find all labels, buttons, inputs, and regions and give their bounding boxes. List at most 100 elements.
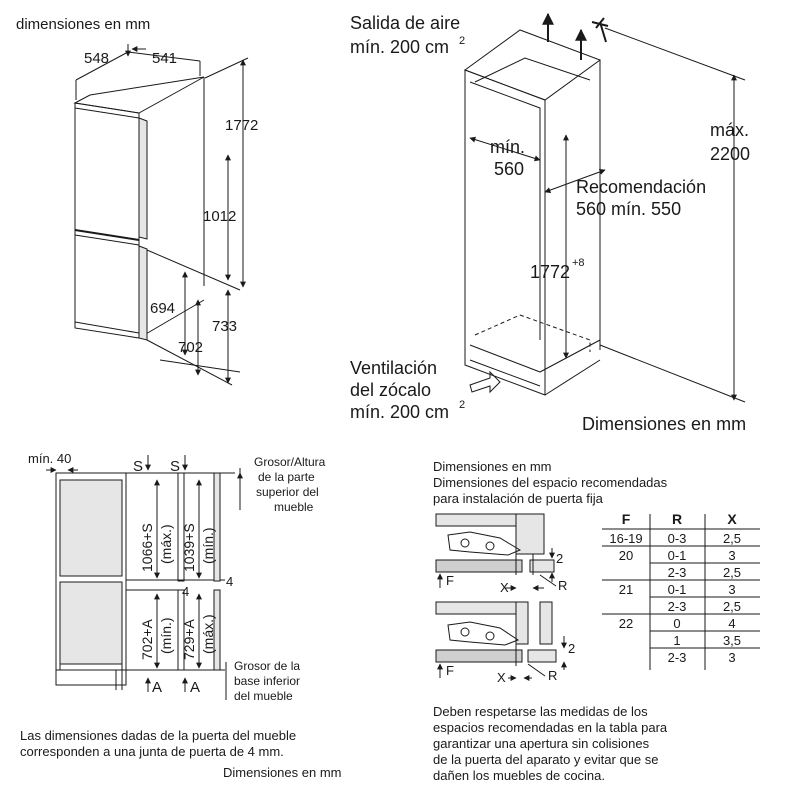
- grosor-bottom-3: del mueble: [234, 689, 293, 703]
- f-label-1: F: [446, 573, 454, 588]
- table-cell: 2,5: [723, 599, 741, 614]
- dim-541: 541: [152, 50, 177, 67]
- table-cell: 2,5: [723, 565, 741, 580]
- dim-1039: 1039+S: [181, 523, 197, 572]
- s-label-1: S: [133, 458, 143, 475]
- a-label-1: A: [152, 679, 162, 696]
- min-label: mín.: [490, 137, 525, 157]
- grosor-top-3: superior del: [256, 485, 319, 499]
- recommend-line2: 560 mín. 550: [576, 199, 681, 219]
- height-base: 1772: [530, 262, 570, 282]
- niche-dimensions-panel: Salida de aire mín. 200 cm 2 mín. 560 Re…: [350, 12, 750, 434]
- grosor-top-1: Grosor/Altura: [254, 455, 326, 469]
- table-cell: 1: [673, 633, 680, 648]
- table-cell: 2-3: [668, 650, 687, 665]
- dim-line-recommend: [544, 169, 606, 193]
- max-label: máx.: [710, 120, 749, 140]
- door-note-line1: Las dimensiones dadas de la puerta del m…: [20, 728, 296, 743]
- dim-702a: 702+A: [139, 618, 155, 660]
- table-cell: 16-19: [609, 531, 642, 546]
- hinge-detail-2: 2 F X R: [435, 601, 575, 685]
- recommend-line1: Recomendación: [576, 177, 706, 197]
- dim-1039-sub: (mín.): [200, 527, 216, 564]
- hinge-detail-1: 2 F X R: [435, 513, 567, 595]
- table-cell: 3: [728, 650, 735, 665]
- tl-title: dimensiones en mm: [16, 16, 150, 33]
- bl-units: Dimensiones en mm: [223, 765, 342, 780]
- dim-548: 548: [84, 50, 109, 67]
- br-head-3: para instalación de puerta fija: [433, 491, 604, 506]
- table-cell: 2-3: [668, 565, 687, 580]
- air-outlet-line1: Salida de aire: [350, 13, 460, 33]
- br-note-3: garantizar una apertura sin colisiones: [433, 736, 650, 751]
- appliance-top: [73, 76, 205, 114]
- br-note-1: Deben respetarse las medidas de los: [433, 704, 648, 719]
- appliance-dimensions-panel: dimensiones en mm 548 541 1772: [16, 16, 258, 386]
- air-outlet-sup: 2: [459, 35, 465, 47]
- dim-1012: 1012: [203, 208, 236, 225]
- dim-702: 702: [178, 339, 203, 356]
- f-label-2: F: [446, 663, 454, 678]
- table-cell: 20: [619, 548, 633, 563]
- grosor-bottom-1: Grosor de la: [234, 659, 300, 673]
- vent-sup: 2: [459, 399, 465, 411]
- x-label-2: X: [497, 670, 506, 685]
- dim-line-560: [469, 136, 541, 162]
- grosor-top-4: mueble: [274, 500, 314, 514]
- a-label-2: A: [190, 679, 200, 696]
- gap-4-label-2: 4: [182, 584, 189, 599]
- appliance-front: [74, 102, 140, 339]
- dim-733: 733: [212, 318, 237, 335]
- vent-line2: del zócalo: [350, 380, 431, 400]
- tr-units: Dimensiones en mm: [582, 414, 746, 434]
- table-cell: 4: [728, 616, 735, 631]
- vent-arrow-icon: [469, 370, 501, 394]
- door-panel-dimensions: mín. 40 S S 1066+S (máx.) 1039+S (mín.): [20, 451, 342, 780]
- table-cell: 22: [619, 616, 633, 631]
- dim-1772: 1772: [225, 117, 258, 134]
- dim-729a-sub: (máx.): [200, 614, 216, 654]
- gap-4-label-1: 4: [226, 574, 233, 589]
- table-cell: 0: [673, 616, 680, 631]
- br-head-2: Dimensiones del espacio recomendadas: [433, 475, 668, 490]
- table-cell: 2-3: [668, 599, 687, 614]
- dim-729a: 729+A: [181, 618, 197, 660]
- min-value: 560: [494, 159, 524, 179]
- x-marker-icon: [591, 17, 609, 43]
- min40-label: mín. 40: [28, 451, 71, 466]
- dim-line-548: [75, 51, 129, 81]
- s-label-2: S: [170, 458, 180, 475]
- r-label-2: R: [548, 668, 557, 683]
- door-note-line2: corresponden a una junta de puerta de 4 …: [20, 744, 284, 759]
- table-cell: 0-1: [668, 548, 687, 563]
- table-header-cell: R: [672, 511, 682, 527]
- appliance-drawing: [73, 76, 205, 341]
- br-note-4: de la puerta del aparato y evitar que se: [433, 752, 658, 767]
- air-outlet-line2: mín. 200 cm: [350, 37, 449, 57]
- grosor-top-2: de la parte: [258, 470, 315, 484]
- height-sup: +8: [572, 257, 585, 269]
- table-cell: 3: [728, 548, 735, 563]
- r-label-1: R: [558, 578, 567, 593]
- table-cell: 2,5: [723, 531, 741, 546]
- table-cell: 3: [728, 582, 735, 597]
- max-value: 2200: [710, 144, 750, 164]
- niche-drawing: [463, 29, 602, 396]
- table-cell: 3,5: [723, 633, 741, 648]
- x-label-1: X: [500, 580, 509, 595]
- br-head-1: Dimensiones en mm: [433, 459, 552, 474]
- grosor-bottom-2: base inferior: [234, 674, 300, 688]
- dim-694: 694: [150, 300, 175, 317]
- gap-2-label-1: 2: [556, 551, 563, 566]
- dim-1066-sub: (máx.): [158, 524, 174, 564]
- table-cell: 0-1: [668, 582, 687, 597]
- hinge-gap-panel: Dimensiones en mm Dimensiones del espaci…: [433, 459, 760, 783]
- dim-702a-sub: (mín.): [158, 617, 174, 654]
- vent-line3: mín. 200 cm: [350, 402, 449, 422]
- gap-2-label-2: 2: [568, 641, 575, 656]
- dim-1066: 1066+S: [139, 523, 155, 572]
- table-header-cell: F: [622, 511, 631, 527]
- vent-line1: Ventilación: [350, 358, 437, 378]
- table-cell: 0-3: [668, 531, 687, 546]
